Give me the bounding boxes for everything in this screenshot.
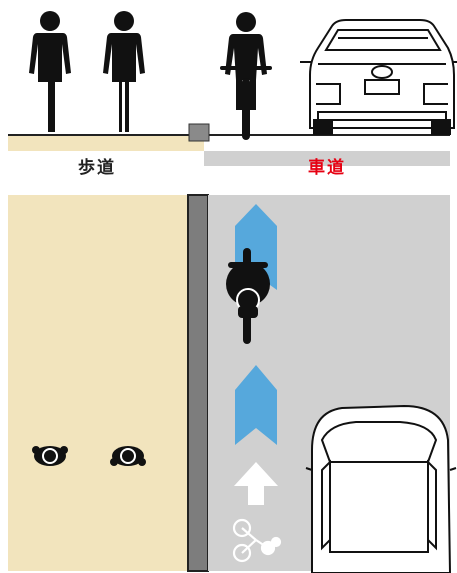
pedestrian-icon — [103, 11, 145, 132]
roadway-label: 車道 — [308, 158, 346, 178]
bicycle-marking-icon — [232, 518, 282, 563]
pedestrian-icon — [29, 11, 71, 132]
curb-block — [188, 123, 210, 142]
cyclist-icon — [220, 12, 272, 140]
arrow-up-icon — [235, 365, 277, 445]
plan-view — [8, 194, 457, 573]
arrow-up-icon — [234, 462, 278, 505]
sidewalk-label: 歩道 — [78, 158, 116, 178]
pedestrian-icon — [110, 446, 146, 466]
cyclist-icon — [226, 248, 270, 344]
side-view — [8, 11, 457, 166]
pedestrian-icon — [32, 446, 68, 466]
roadway-side-surface — [204, 151, 450, 166]
car-icon — [305, 404, 457, 573]
curb-strip — [187, 194, 209, 572]
sidewalk-side-surface — [8, 135, 204, 151]
sidewalk-plan-surface — [8, 195, 188, 571]
car-icon — [300, 19, 457, 135]
